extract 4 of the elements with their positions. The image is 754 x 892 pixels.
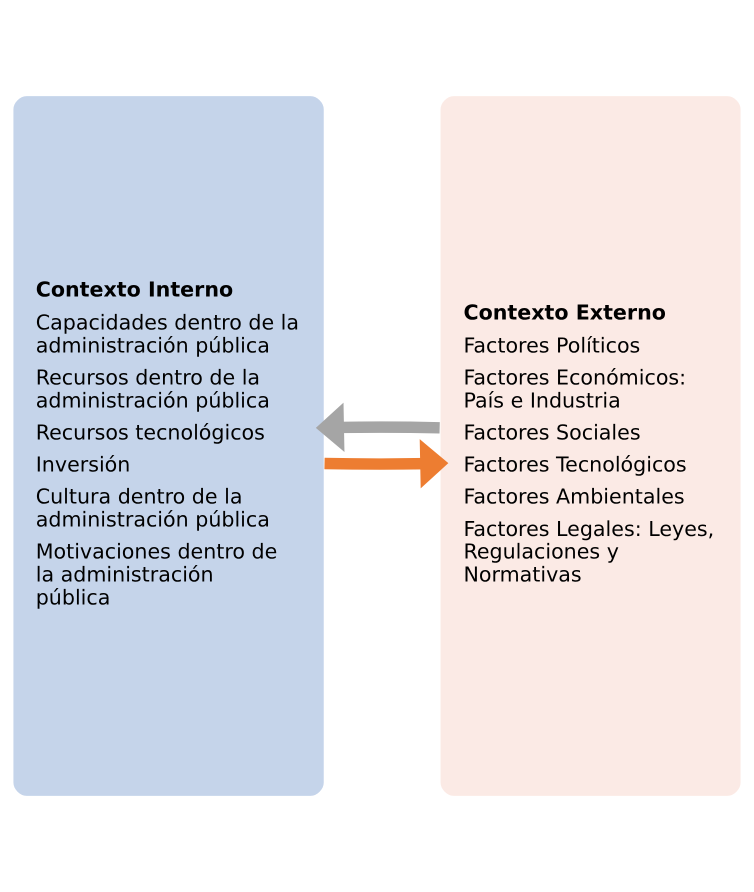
node-box: Contexto Externo Factores Políticos Factores Económicos: País e Industria Factores Sociales Factores Tecnológicos Factores Ambientales Factores Legales: Leyes, Regulaciones y Normativas	[439, 95, 742, 797]
node-box: Contexto Interno Capacidades dentro de la administración pública Recursos dentro de la administración pública Recursos tecnológicos Inversión Cultura dentro de la administración pública Motivaciones dentro de la administración pública	[12, 95, 325, 797]
arrow	[324, 439, 448, 488]
arrow	[316, 402, 440, 452]
